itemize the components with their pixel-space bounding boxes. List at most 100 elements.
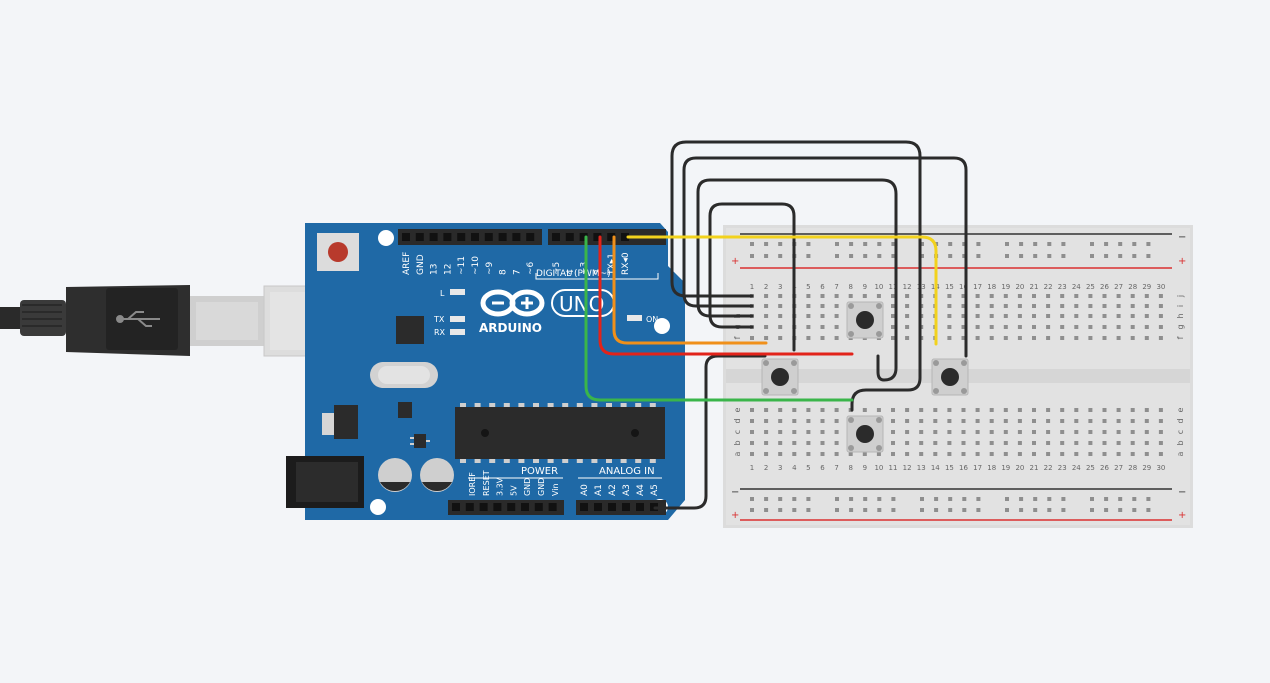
breadboard-hole[interactable] bbox=[1130, 419, 1135, 423]
breadboard-hole[interactable] bbox=[975, 304, 980, 308]
breadboard-hole[interactable] bbox=[820, 325, 825, 329]
header-pin[interactable] bbox=[552, 233, 560, 241]
breadboard-hole[interactable] bbox=[750, 430, 754, 434]
breadboard-hole[interactable] bbox=[778, 304, 783, 308]
breadboard-hole[interactable] bbox=[778, 441, 783, 445]
breadboard-hole[interactable] bbox=[1003, 408, 1008, 412]
breadboard-hole[interactable] bbox=[834, 408, 839, 412]
breadboard-hole[interactable] bbox=[806, 441, 811, 445]
header-pin[interactable] bbox=[471, 233, 479, 241]
breadboard-hole[interactable] bbox=[1130, 452, 1135, 456]
breadboard-hole[interactable] bbox=[806, 336, 811, 340]
breadboard-hole[interactable] bbox=[1144, 408, 1149, 412]
rail-hole[interactable] bbox=[1061, 242, 1066, 246]
breadboard-hole[interactable] bbox=[1130, 314, 1135, 318]
breadboard-hole[interactable] bbox=[862, 452, 867, 456]
breadboard-hole[interactable] bbox=[961, 419, 966, 423]
rail-hole[interactable] bbox=[891, 254, 896, 258]
breadboard-hole[interactable] bbox=[905, 294, 910, 298]
rail-hole[interactable] bbox=[891, 242, 896, 246]
breadboard-hole[interactable] bbox=[891, 294, 895, 298]
breadboard-hole[interactable] bbox=[764, 314, 769, 318]
breadboard-hole[interactable] bbox=[1074, 336, 1079, 340]
breadboard-hole[interactable] bbox=[961, 304, 966, 308]
rail-hole[interactable] bbox=[920, 242, 924, 246]
breadboard-hole[interactable] bbox=[862, 408, 867, 412]
reset-button[interactable] bbox=[317, 233, 359, 271]
rail-hole[interactable] bbox=[750, 508, 754, 512]
breadboard-hole[interactable] bbox=[1116, 336, 1121, 340]
rail-hole[interactable] bbox=[962, 254, 967, 258]
breadboard-hole[interactable] bbox=[1017, 408, 1022, 412]
rail-hole[interactable] bbox=[1005, 508, 1009, 512]
breadboard-hole[interactable] bbox=[1017, 314, 1022, 318]
breadboard-hole[interactable] bbox=[1116, 430, 1121, 434]
breadboard-hole[interactable] bbox=[1032, 304, 1036, 308]
breadboard-hole[interactable] bbox=[1046, 314, 1051, 318]
breadboard-hole[interactable] bbox=[1088, 430, 1093, 434]
breadboard-hole[interactable] bbox=[933, 430, 938, 434]
breadboard-hole[interactable] bbox=[1032, 452, 1036, 456]
rail-hole[interactable] bbox=[750, 242, 754, 246]
header-pin[interactable] bbox=[443, 233, 452, 241]
header-pin[interactable] bbox=[579, 233, 588, 241]
breadboard-hole[interactable] bbox=[834, 336, 839, 340]
breadboard-hole[interactable] bbox=[1144, 336, 1149, 340]
breadboard-hole[interactable] bbox=[820, 294, 825, 298]
breadboard-hole[interactable] bbox=[975, 430, 980, 434]
breadboard-hole[interactable] bbox=[778, 408, 783, 412]
breadboard-hole[interactable] bbox=[764, 430, 769, 434]
rail-hole[interactable] bbox=[835, 242, 839, 246]
rail-hole[interactable] bbox=[835, 254, 839, 258]
rail-hole[interactable] bbox=[1047, 242, 1052, 246]
breadboard-hole[interactable] bbox=[961, 408, 966, 412]
rail-hole[interactable] bbox=[976, 508, 981, 512]
breadboard-hole[interactable] bbox=[1088, 441, 1093, 445]
rail-hole[interactable] bbox=[877, 254, 882, 258]
breadboard-hole[interactable] bbox=[1074, 304, 1079, 308]
breadboard-hole[interactable] bbox=[1116, 452, 1121, 456]
breadboard-hole[interactable] bbox=[1116, 419, 1121, 423]
breadboard-hole[interactable] bbox=[1017, 325, 1022, 329]
rail-hole[interactable] bbox=[1104, 497, 1109, 501]
breadboard-hole[interactable] bbox=[1130, 408, 1135, 412]
breadboard-hole[interactable] bbox=[891, 430, 895, 434]
breadboard-hole[interactable] bbox=[905, 314, 910, 318]
rail-hole[interactable] bbox=[877, 242, 882, 246]
breadboard-hole[interactable] bbox=[876, 408, 881, 412]
breadboard-hole[interactable] bbox=[1017, 441, 1022, 445]
breadboard-hole[interactable] bbox=[989, 441, 994, 445]
breadboard-hole[interactable] bbox=[1144, 304, 1149, 308]
rail-hole[interactable] bbox=[1033, 254, 1038, 258]
breadboard-hole[interactable] bbox=[1158, 314, 1163, 318]
breadboard-hole[interactable] bbox=[905, 304, 910, 308]
rail-hole[interactable] bbox=[948, 508, 953, 512]
breadboard-hole[interactable] bbox=[919, 430, 924, 434]
breadboard-hole[interactable] bbox=[919, 441, 924, 445]
breadboard-hole[interactable] bbox=[1032, 408, 1036, 412]
breadboard-hole[interactable] bbox=[891, 441, 895, 445]
breadboard-hole[interactable] bbox=[961, 314, 966, 318]
rail-hole[interactable] bbox=[920, 254, 924, 258]
rail-hole[interactable] bbox=[750, 497, 754, 501]
breadboard-hole[interactable] bbox=[820, 430, 825, 434]
breadboard-hole[interactable] bbox=[1074, 314, 1079, 318]
breadboard-hole[interactable] bbox=[933, 408, 938, 412]
breadboard-hole[interactable] bbox=[1088, 294, 1093, 298]
breadboard-hole[interactable] bbox=[834, 452, 839, 456]
rail-hole[interactable] bbox=[920, 497, 924, 501]
rail-hole[interactable] bbox=[1146, 242, 1151, 246]
rail-hole[interactable] bbox=[1061, 497, 1066, 501]
rail-hole[interactable] bbox=[1090, 254, 1094, 258]
breadboard-hole[interactable] bbox=[891, 419, 895, 423]
breadboard-hole[interactable] bbox=[947, 325, 952, 329]
breadboard-hole[interactable] bbox=[933, 452, 938, 456]
breadboard-hole[interactable] bbox=[778, 336, 783, 340]
breadboard-hole[interactable] bbox=[905, 430, 910, 434]
breadboard-hole[interactable] bbox=[1003, 314, 1008, 318]
breadboard-hole[interactable] bbox=[1046, 325, 1051, 329]
rail-hole[interactable] bbox=[863, 508, 868, 512]
breadboard-hole[interactable] bbox=[891, 304, 895, 308]
breadboard-hole[interactable] bbox=[1060, 452, 1065, 456]
